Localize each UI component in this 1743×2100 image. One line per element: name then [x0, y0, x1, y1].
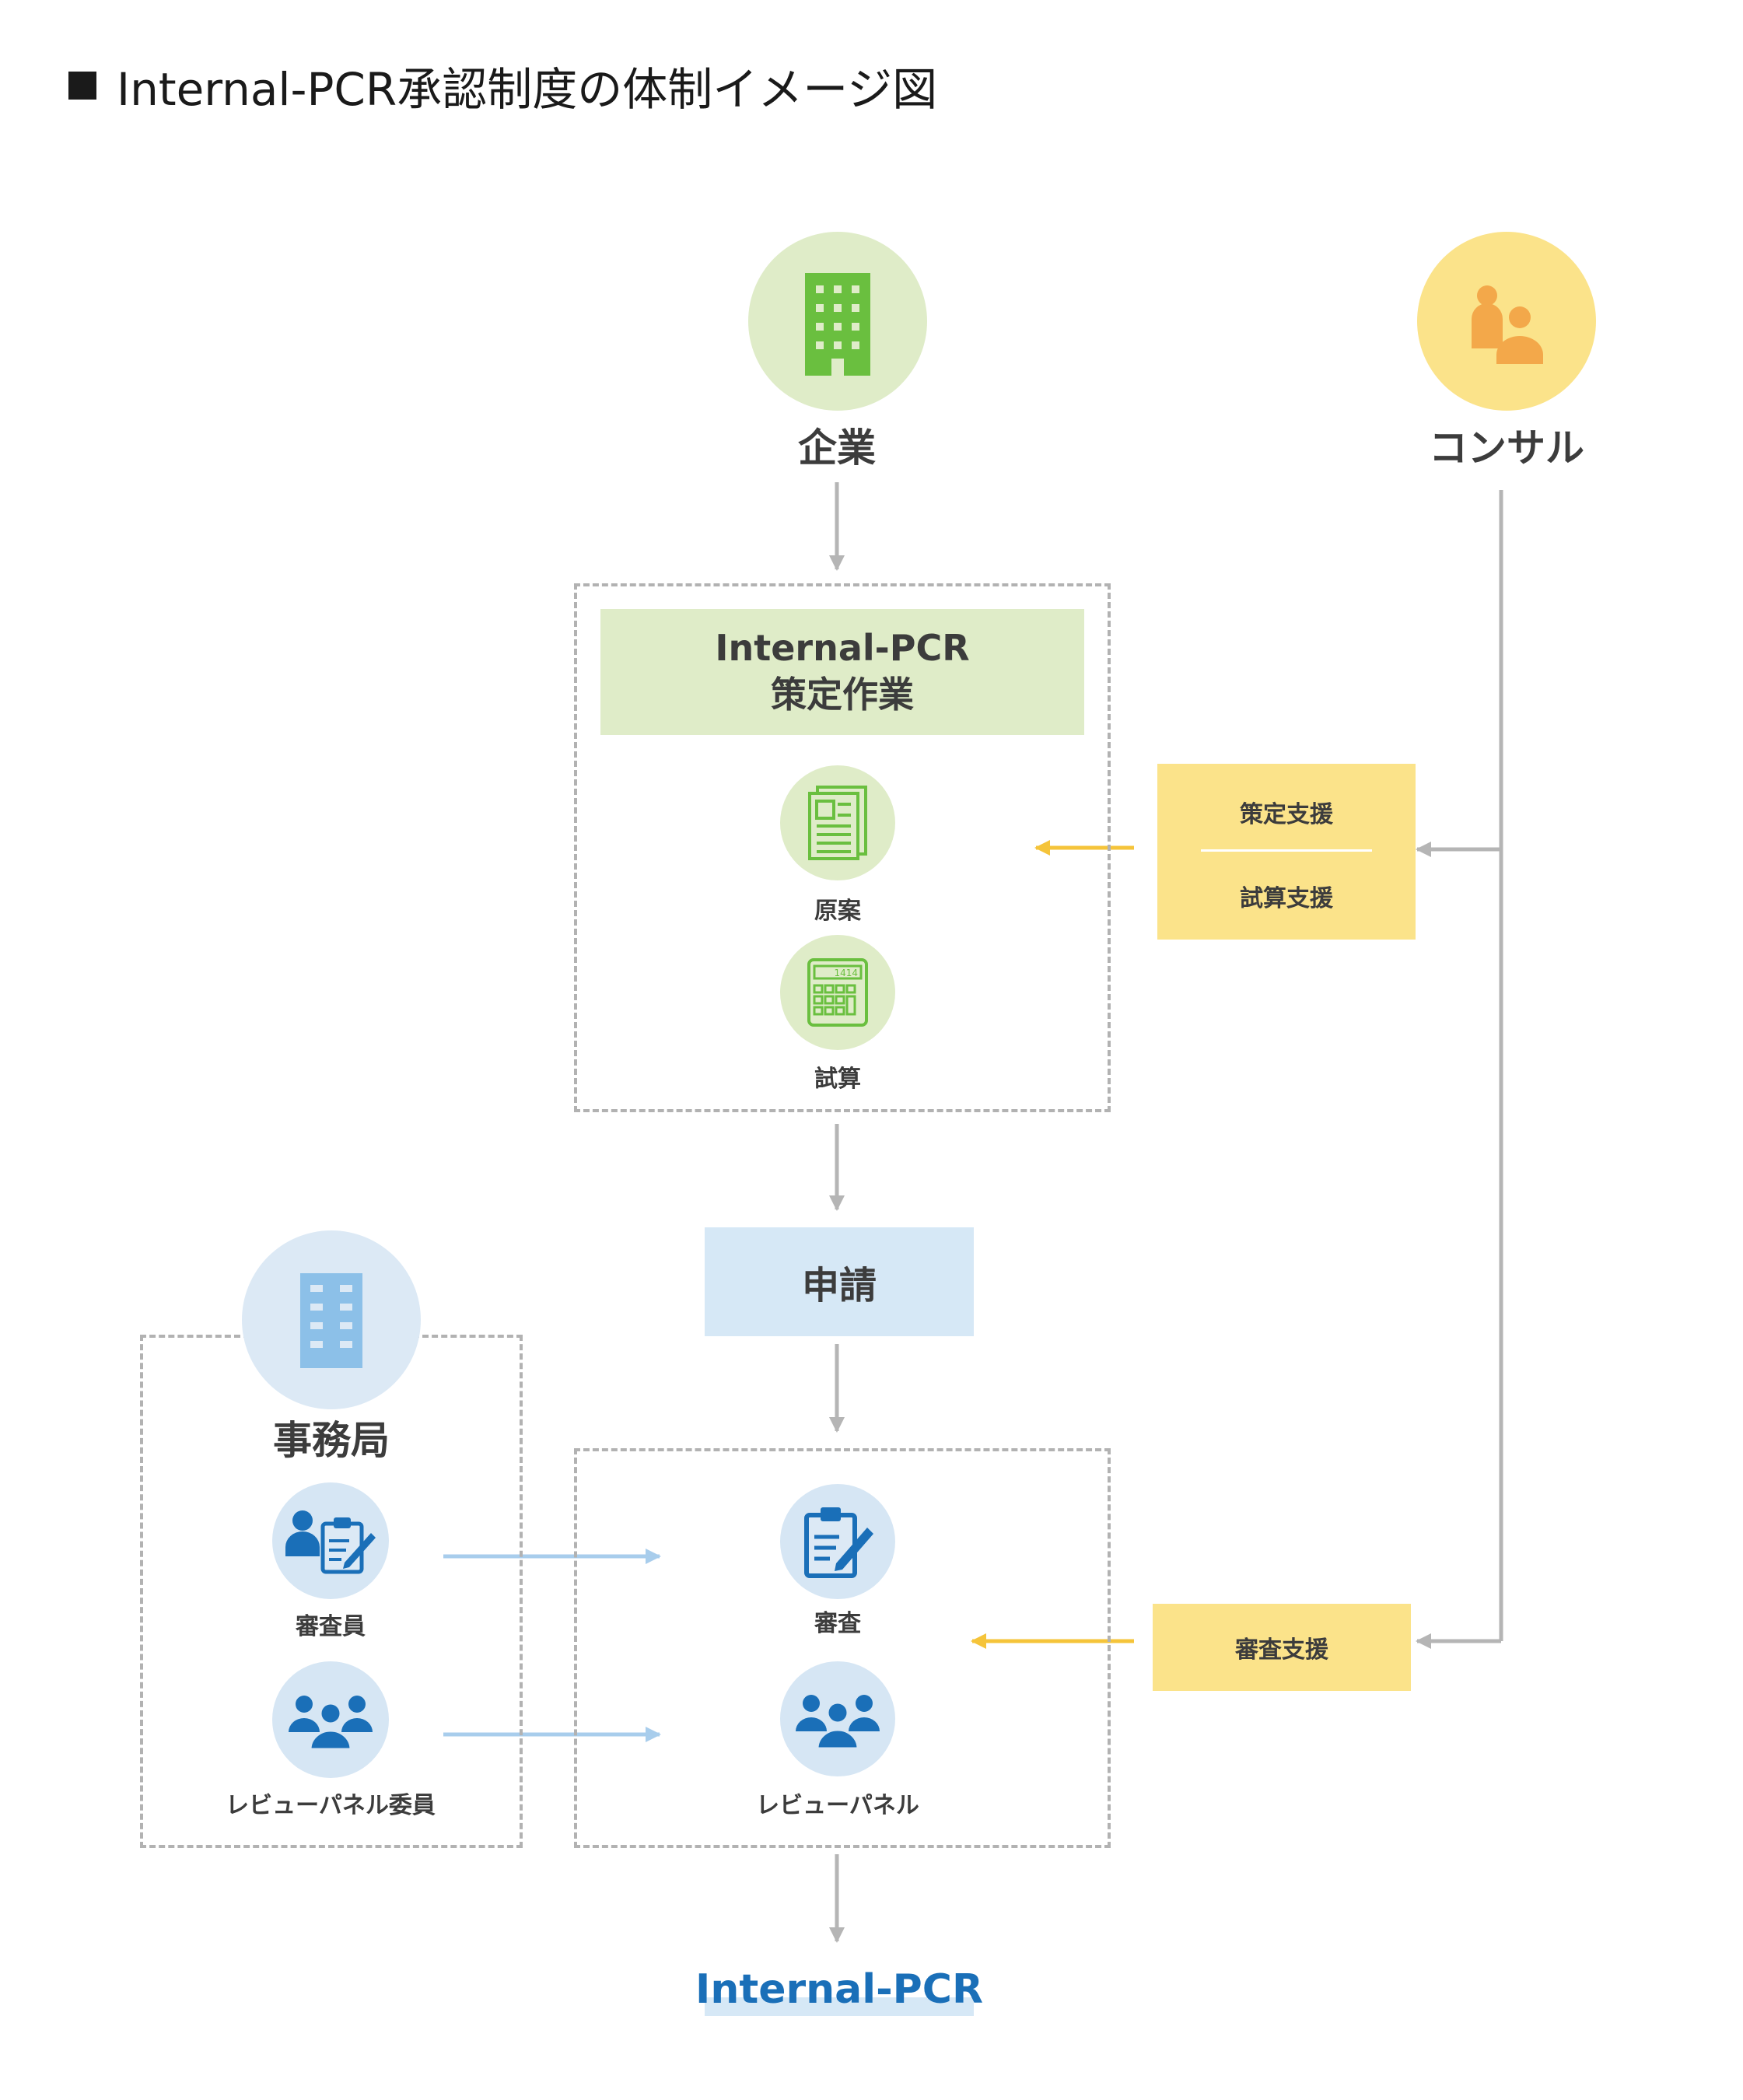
review-support-box: 審査支援 [1153, 1604, 1411, 1691]
panel-circle [780, 1661, 895, 1776]
application-box: 申請 [705, 1227, 974, 1336]
support-divider [1201, 849, 1372, 852]
building-icon [300, 1273, 362, 1368]
draft-circle [780, 765, 895, 880]
page-title: Internal-PCR承認制度の体制イメージ図 [68, 53, 937, 118]
square-bullet-icon [68, 72, 96, 100]
review-circle [780, 1484, 895, 1599]
application-label: 申請 [801, 1264, 877, 1307]
drafting-support-line2: 試算支援 [1240, 885, 1333, 912]
draft-label: 原案 [814, 898, 861, 925]
panel-member-label: レビューパネル委員 [226, 1792, 436, 1819]
result-label: Internal-PCR [695, 1966, 983, 2013]
drafting-group [574, 583, 1111, 1112]
result-underline [705, 1997, 974, 2016]
page-title-text: Internal-PCR承認制度の体制イメージ図 [117, 63, 938, 116]
svg-text:1414: 1414 [834, 968, 858, 978]
drafting-support-line1: 策定支援 [1240, 801, 1333, 828]
drafting-heading-box: Internal-PCR 策定作業 [600, 609, 1084, 735]
review-support-label: 審査支援 [1235, 1636, 1328, 1664]
building-icon [805, 273, 870, 376]
calculator-icon: 1414 [807, 958, 868, 1027]
review-group [574, 1448, 1111, 1848]
secretariat-circle [242, 1230, 421, 1409]
calc-circle: 1414 [780, 935, 895, 1050]
drafting-support-box: 策定支援 試算支援 [1157, 764, 1416, 940]
company-label: 企業 [798, 425, 876, 471]
calc-label: 試算 [814, 1066, 861, 1093]
group-icon [289, 1696, 373, 1749]
drafting-heading-line1: Internal-PCR [715, 627, 970, 670]
company-circle [748, 232, 927, 411]
people-icon [1472, 285, 1543, 364]
clipboard-icon [804, 1507, 873, 1578]
review-label: 審査 [814, 1610, 861, 1637]
secretariat-label: 事務局 [273, 1418, 390, 1463]
reviewer-label: 審査員 [296, 1613, 366, 1640]
document-icon [808, 786, 867, 860]
drafting-heading-line2: 策定作業 [771, 674, 914, 716]
consultant-circle [1417, 232, 1596, 411]
panel-member-circle [272, 1661, 389, 1778]
consultant-label: コンサル [1429, 425, 1584, 471]
reviewer-circle [272, 1482, 389, 1599]
reviewer-icon [285, 1510, 376, 1574]
group-icon [796, 1695, 880, 1748]
panel-label: レビューパネル [756, 1792, 919, 1819]
